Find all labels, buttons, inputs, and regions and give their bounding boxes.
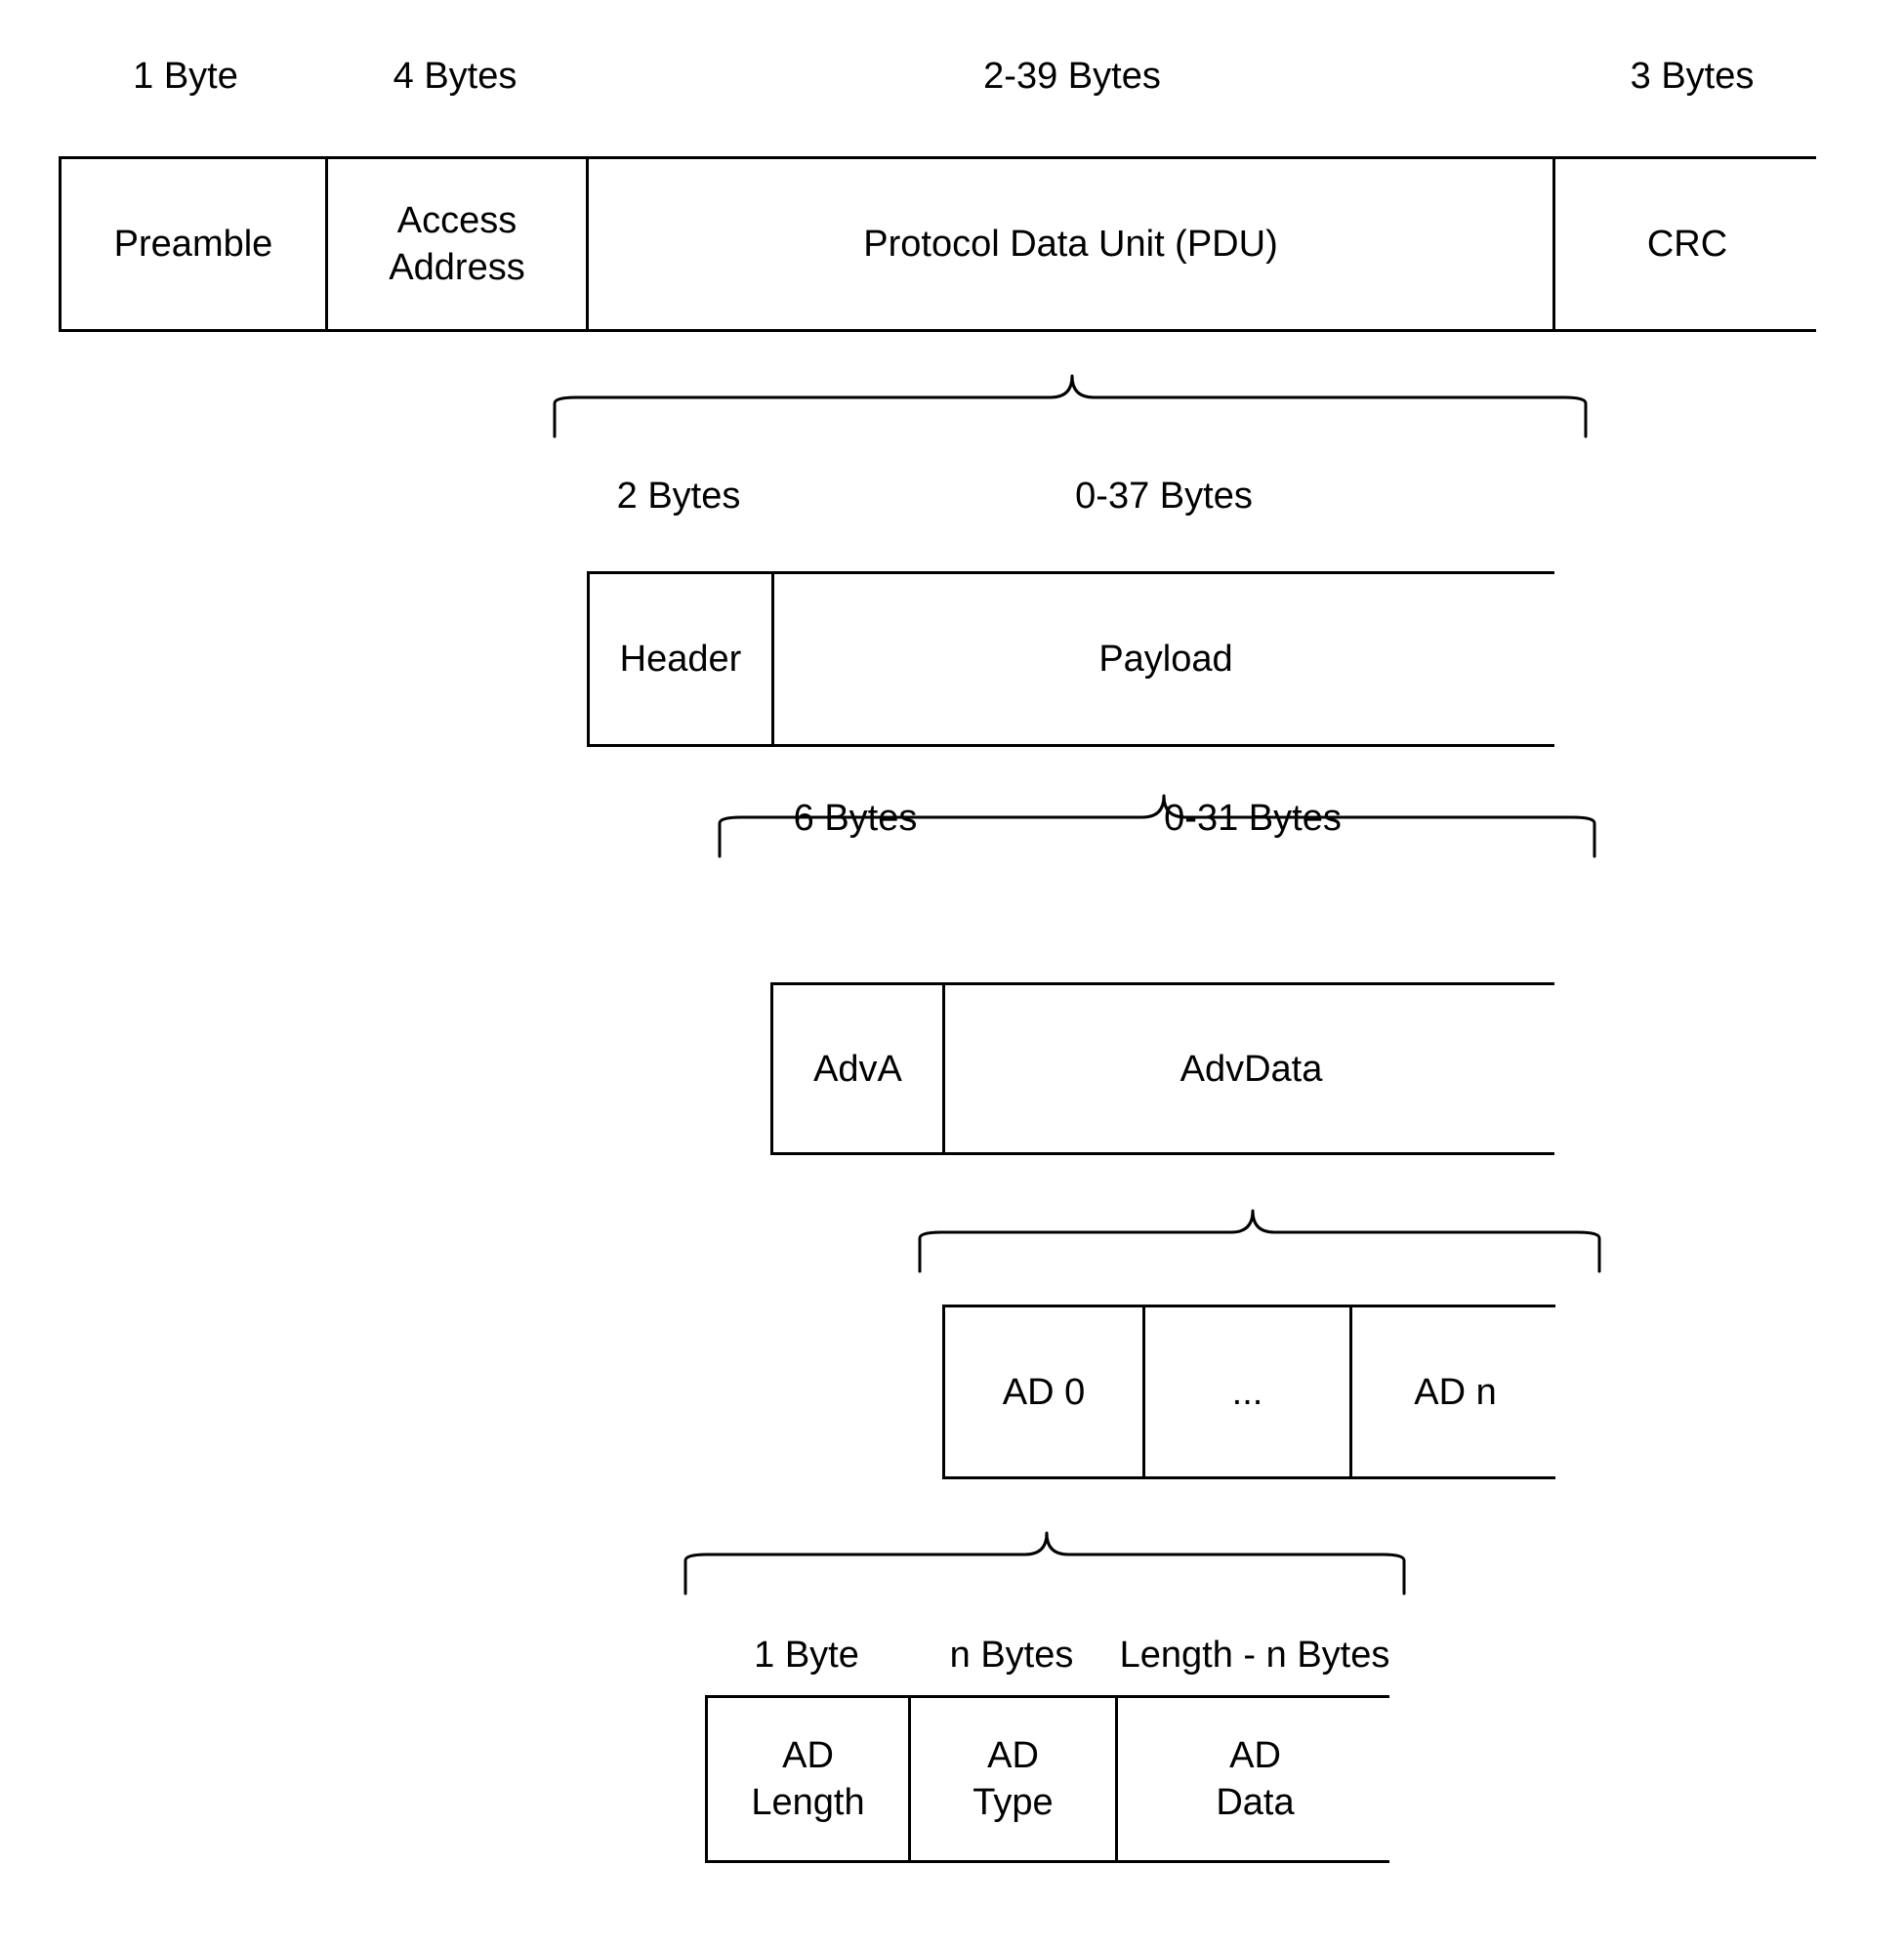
packet-field-label: AD Data — [1216, 1735, 1295, 1823]
packet-row-payload: AdvA AdvData — [770, 982, 1557, 1155]
packet-field: Header — [590, 574, 774, 744]
packet-row-ad-structure: AD Length AD Type AD Data — [705, 1695, 1392, 1863]
packet-row-link-layer-packet: Preamble Access Address Protocol Data Unit… — [59, 156, 1819, 332]
packet-field-label: AD Type — [973, 1735, 1054, 1823]
curly-brace — [553, 374, 1588, 438]
size-label: n Bytes — [949, 1635, 1074, 1676]
size-label: 0-31 Bytes — [1164, 798, 1342, 839]
packet-field-label: Header — [619, 639, 742, 680]
packet-field: ... — [1145, 1307, 1352, 1476]
packet-field: AD Data — [1118, 1698, 1392, 1860]
packet-field: Protocol Data Unit (PDU) — [589, 159, 1555, 329]
size-label: 1 Byte — [754, 1635, 859, 1676]
size-label: 4 Bytes — [393, 56, 517, 97]
packet-field: AdvA — [773, 985, 945, 1152]
packet-field-label: AD n — [1414, 1371, 1497, 1413]
packet-field: AD n — [1352, 1307, 1558, 1476]
packet-field-label: AdvA — [813, 1048, 902, 1090]
packet-row-pdu: Header Payload — [587, 571, 1557, 747]
packet-field-label: Payload — [1098, 639, 1233, 680]
packet-field: Access Address — [328, 159, 589, 329]
packet-field: Payload — [774, 574, 1557, 744]
packet-field-label: AD 0 — [1002, 1371, 1086, 1413]
curly-brace — [683, 1531, 1406, 1596]
packet-field: AD Length — [708, 1698, 911, 1860]
packet-field-label: AD Length — [751, 1735, 865, 1823]
packet-field: AdvData — [945, 985, 1557, 1152]
size-label: 0-37 Bytes — [1075, 476, 1253, 517]
size-label: 2-39 Bytes — [983, 56, 1161, 97]
packet-field: CRC — [1555, 159, 1819, 329]
size-label: 2 Bytes — [616, 476, 741, 517]
size-label: 6 Bytes — [793, 798, 918, 839]
packet-field: AD Type — [911, 1698, 1118, 1860]
packet-field-label: AdvData — [1180, 1048, 1323, 1090]
packet-field-label: CRC — [1646, 224, 1728, 265]
packet-field-label: Protocol Data Unit (PDU) — [863, 224, 1278, 265]
packet-field-label: Preamble — [113, 224, 273, 265]
size-label: 3 Bytes — [1630, 56, 1755, 97]
packet-row-advdata: AD 0... AD n — [942, 1305, 1558, 1479]
packet-field: Preamble — [62, 159, 328, 329]
packet-field: AD 0 — [945, 1307, 1145, 1476]
curly-brace — [718, 794, 1596, 858]
size-label: Length - n Bytes — [1119, 1635, 1390, 1676]
curly-brace — [918, 1209, 1601, 1273]
size-label: 1 Byte — [133, 56, 238, 97]
packet-field-label: Access Address — [389, 200, 525, 288]
packet-field-label: ... — [1231, 1371, 1263, 1413]
